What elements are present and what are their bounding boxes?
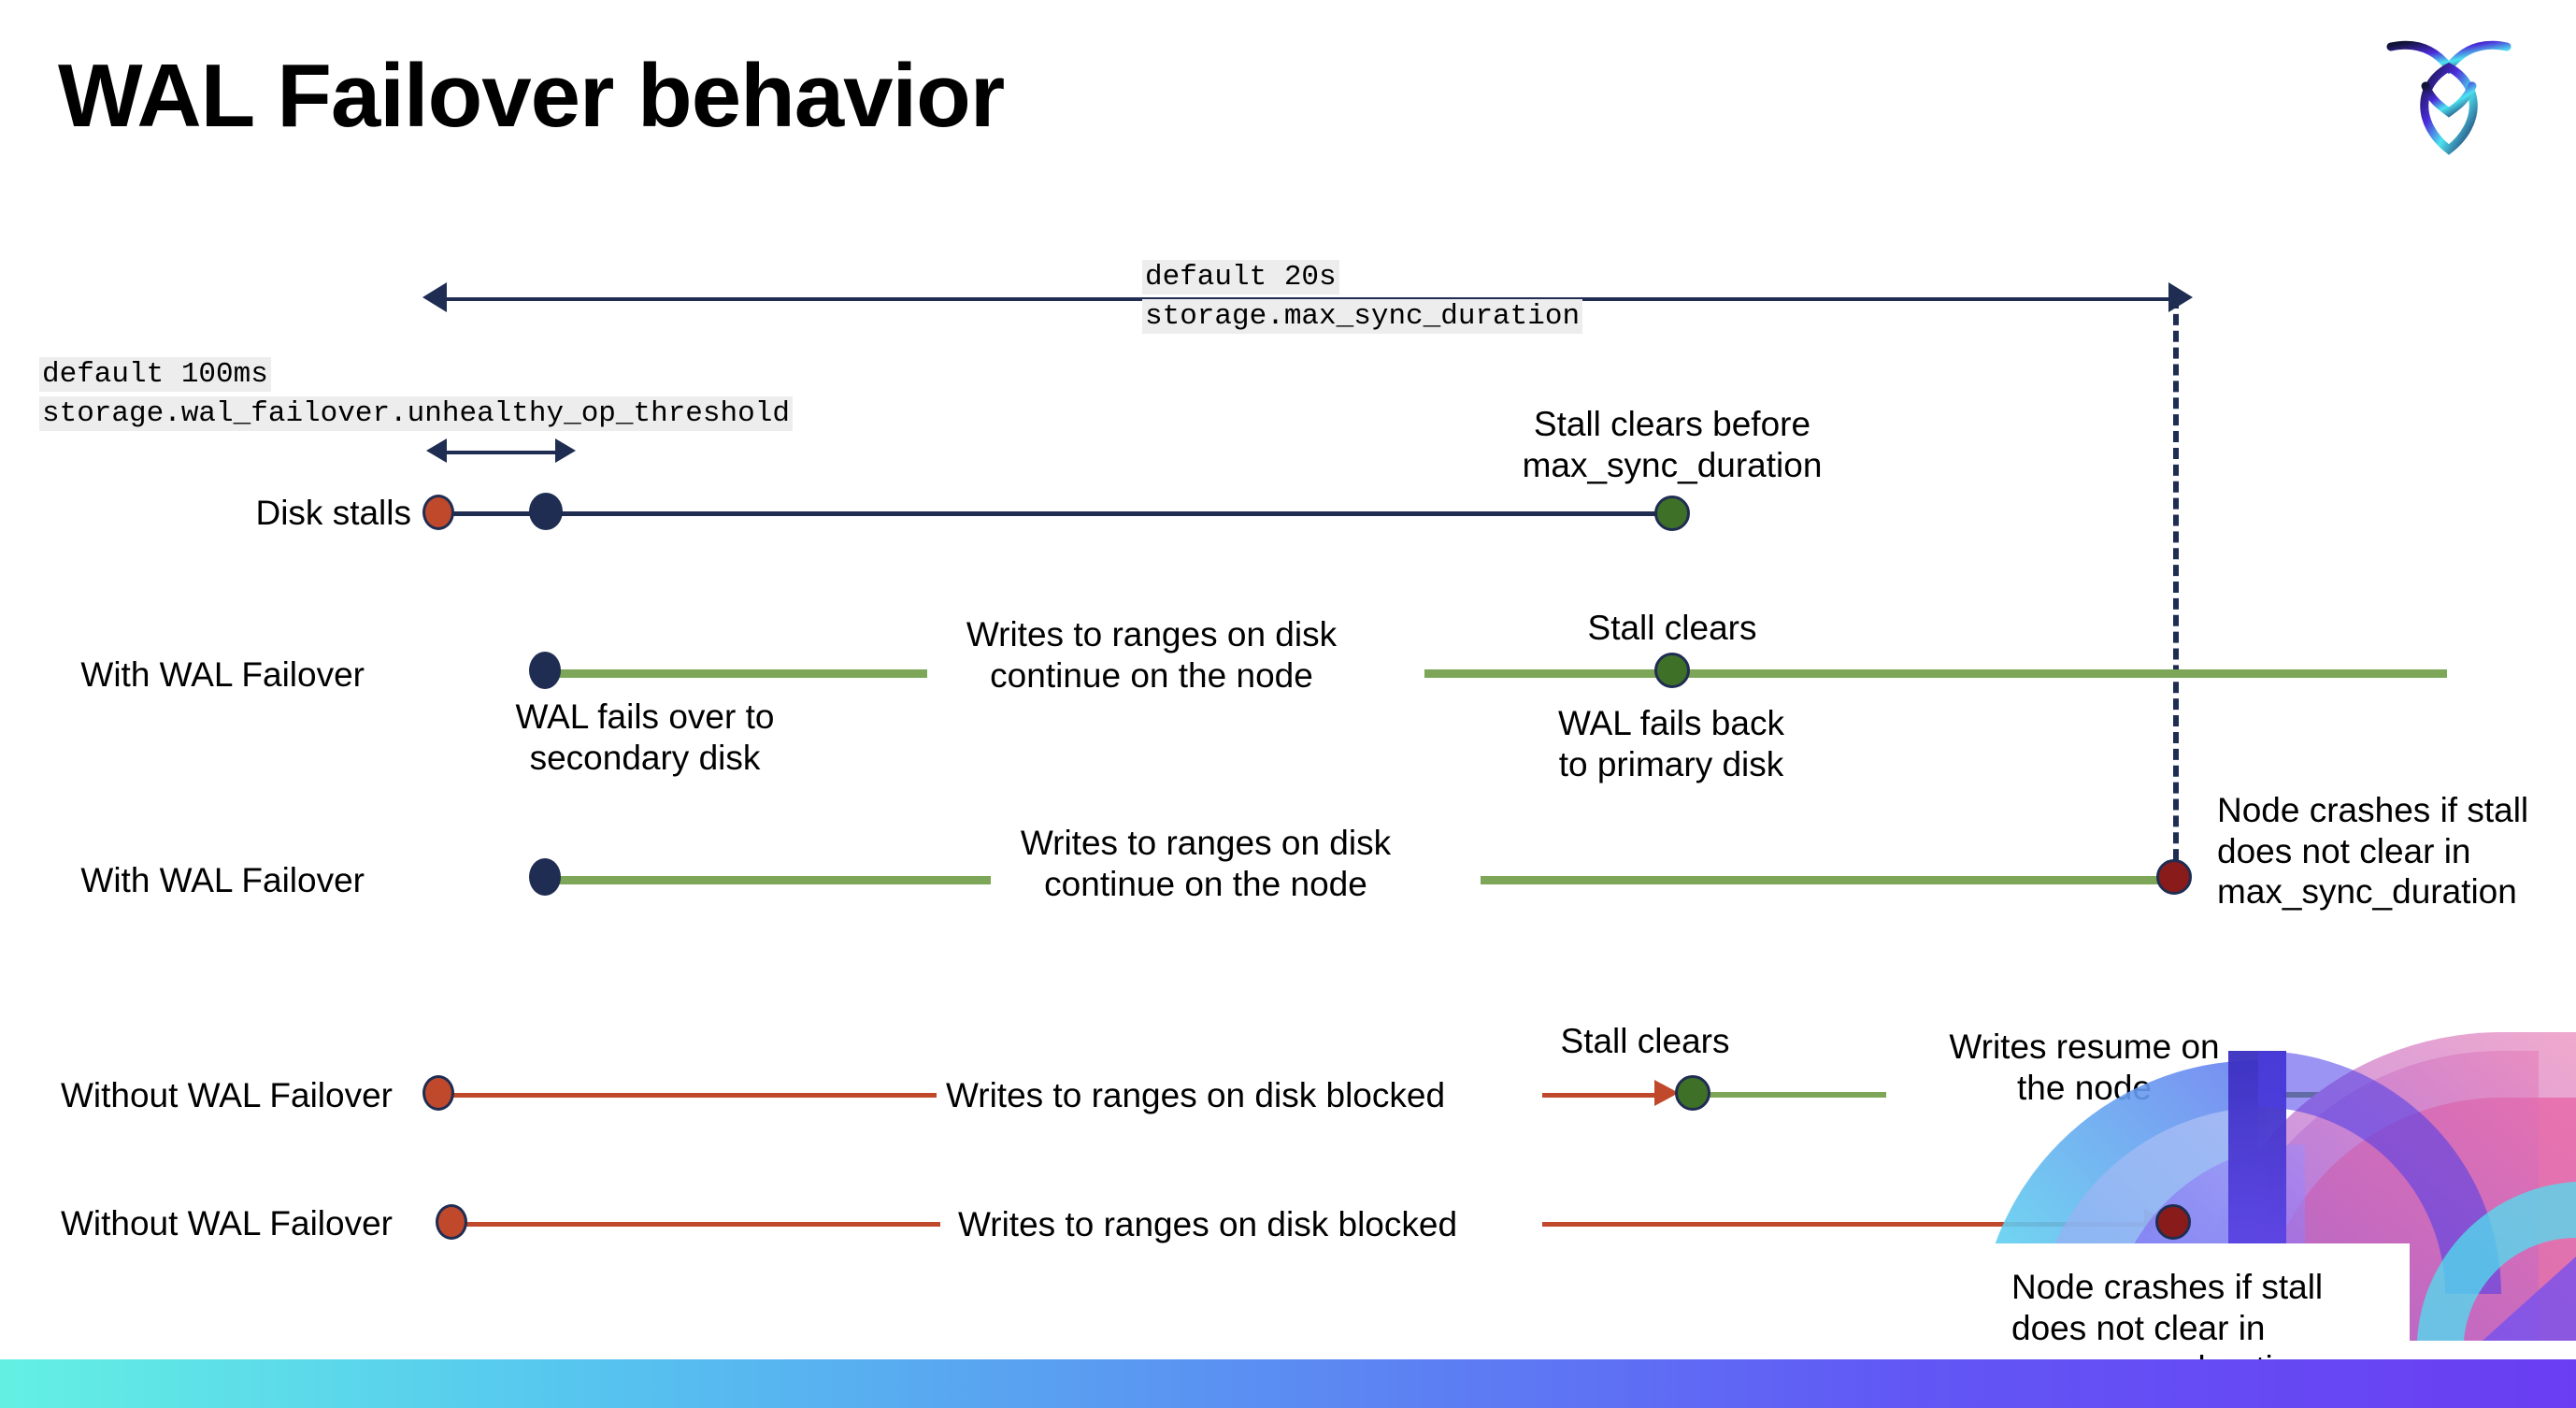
disk-stall-start-marker [422, 495, 454, 530]
row5-node-crash-marker [2155, 1204, 2191, 1240]
note-writes-continue-row3: Writes to ranges on disk continue on the… [1020, 824, 1392, 903]
row2-segment-left [553, 669, 927, 678]
wal-failover-trigger-marker [529, 493, 563, 530]
unhealthy-threshold-right-arrowhead [555, 438, 576, 463]
page-title: WAL Failover behavior [58, 46, 1005, 146]
row5-disk-stall-marker [436, 1204, 467, 1240]
row3-node-crash-marker [2156, 859, 2192, 895]
row5-blocked-segment-left [454, 1222, 940, 1227]
note-writes-continue-row2: Writes to ranges on disk continue on the… [966, 615, 1338, 695]
row3-segment-left [553, 876, 991, 884]
row-label-without-wal-failover-1: Without WAL Failover [60, 1076, 393, 1114]
unhealthy-setting-text: storage.wal_failover.unhealthy_op_thresh… [39, 395, 793, 431]
row4-resumed-segment [2283, 1092, 2447, 1098]
note-wal-fails-over: WAL fails over to secondary disk [515, 697, 775, 777]
stall-clears-marker-row1 [1654, 496, 1690, 531]
row2-segment-right [1424, 669, 2447, 678]
note-stall-clears-before-maxsync: Stall clears before max_sync_duration [1522, 405, 1823, 484]
row2-failover-marker [529, 652, 561, 689]
max-sync-default-text: default 20s [1142, 260, 1339, 295]
row3-segment-right [1481, 876, 2174, 884]
max-sync-duration-left-arrowhead [422, 282, 447, 312]
row4-blocked-segment-right [1542, 1093, 1659, 1098]
bottom-gradient-bar [0, 1359, 2576, 1408]
max-sync-setting-text: storage.max_sync_duration [1142, 298, 1583, 334]
row3-failover-marker [529, 858, 561, 896]
row5-blocked-segment-right [1542, 1222, 2154, 1227]
unhealthy-threshold-left-arrowhead [426, 438, 447, 463]
note-wal-fails-back: WAL fails back to primary disk [1558, 704, 1784, 783]
row4-recovered-segment [1692, 1092, 1886, 1098]
unhealthy-default-text: default 100ms [39, 357, 271, 392]
max-sync-duration-right-arrowhead [2168, 282, 2193, 312]
row4-stall-clears-marker [1675, 1075, 1710, 1111]
row-label-with-wal-failover-2: With WAL Failover [80, 861, 365, 899]
row-label-without-wal-failover-2: Without WAL Failover [60, 1204, 393, 1243]
note-writes-blocked-row4: Writes to ranges on disk blocked [946, 1076, 1446, 1114]
max-sync-duration-dashed-guide [2173, 297, 2179, 877]
row4-disk-stall-marker [422, 1075, 454, 1111]
row-label-disk-stalls: Disk stalls [255, 494, 411, 532]
note-stall-clears-row2: Stall clears [1587, 609, 1757, 647]
note-writes-blocked-row5: Writes to ranges on disk blocked [958, 1205, 1458, 1243]
unhealthy-op-threshold-annotation: default 100ms storage.wal_failover.unhea… [39, 355, 793, 434]
note-stall-clears-row4: Stall clears [1560, 1022, 1730, 1060]
max-sync-duration-annotation: default 20s storage.max_sync_duration [1142, 258, 1583, 337]
row4-blocked-segment-left [441, 1093, 937, 1098]
unhealthy-op-threshold-span-line [445, 451, 557, 454]
note-node-crashes-row3: Node crashes if stall does not clear in … [2217, 791, 2529, 912]
row4-blocked-arrowhead [1654, 1080, 1679, 1106]
disk-stalls-timeline [439, 511, 1673, 516]
cockroachdb-logo-icon [2374, 26, 2524, 157]
note-writes-resume-row4: Writes resume on the node [1949, 1027, 2220, 1107]
row2-stall-clears-marker [1654, 653, 1690, 688]
row-label-with-wal-failover-1: With WAL Failover [80, 655, 365, 694]
